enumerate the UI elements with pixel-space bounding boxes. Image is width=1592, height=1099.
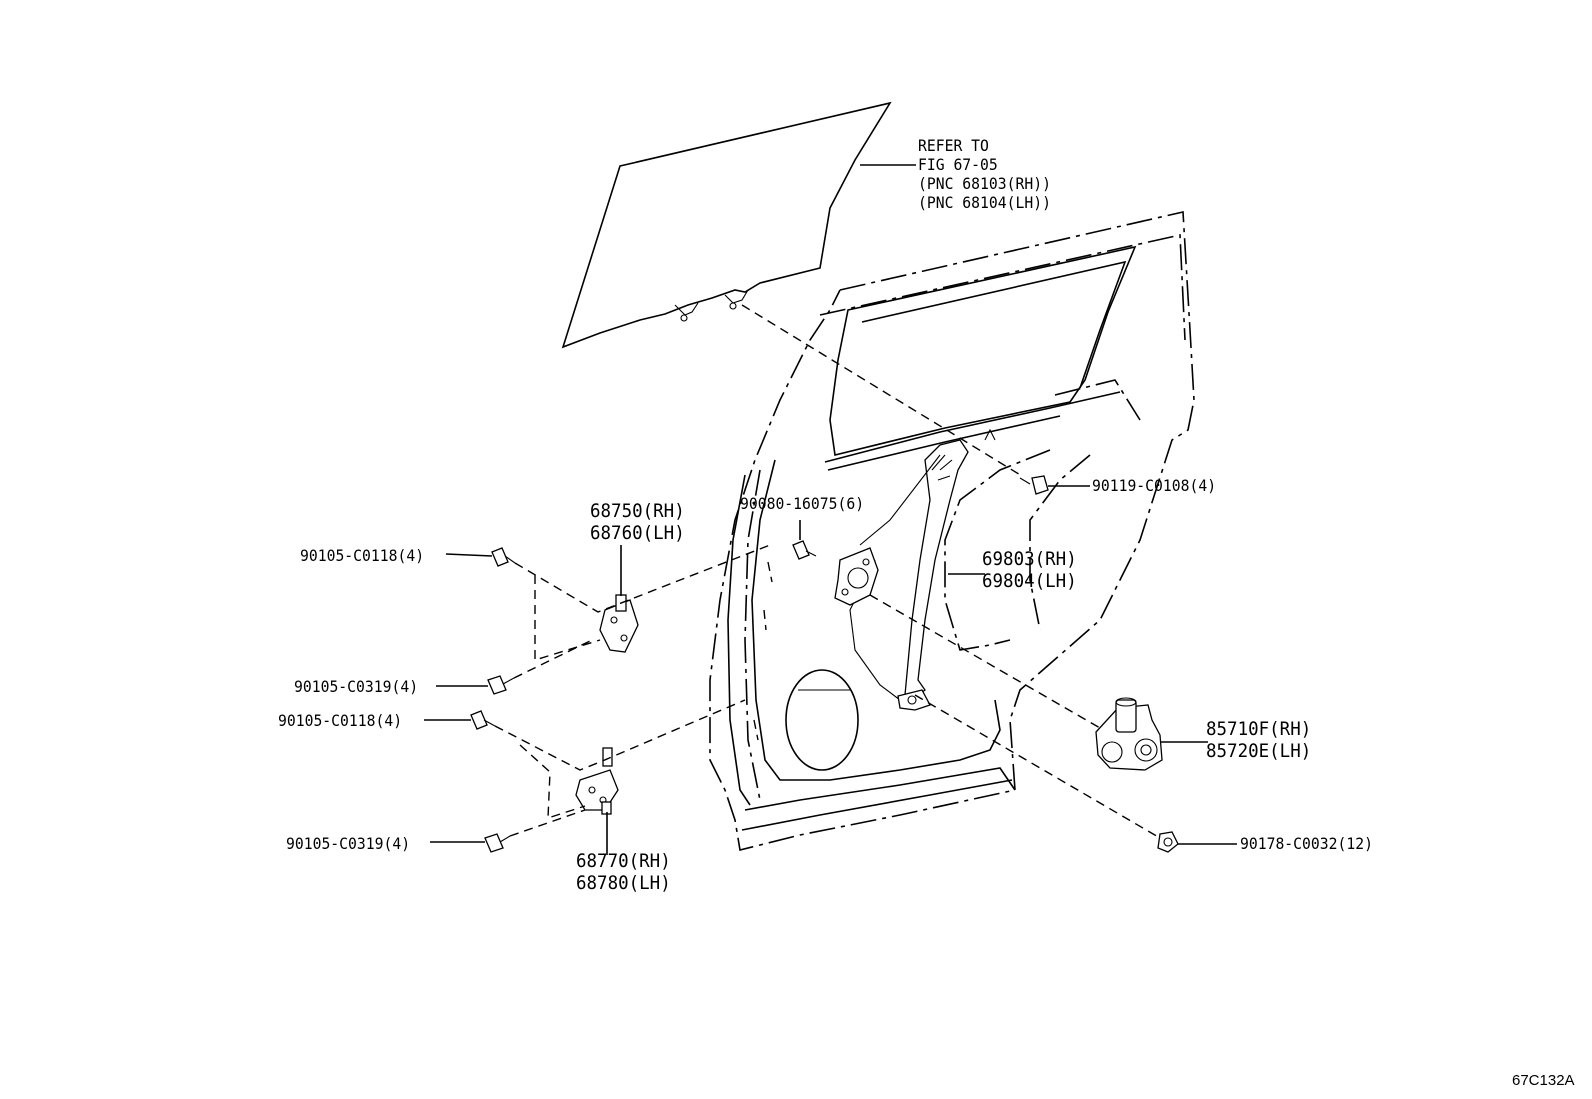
upper-hinge-label-rh: 68750(RH) (590, 500, 685, 522)
bolt-lower-a (470, 710, 496, 730)
bolt-glass (1019, 475, 1049, 495)
window-opening (829, 245, 1137, 456)
regulator-label-lh: 69804(LH) (982, 570, 1077, 592)
figure-code: 67C132A (1512, 1072, 1575, 1089)
lower-hinge (575, 747, 619, 815)
speaker-opening (785, 669, 859, 771)
nut-motor-label: 90178-C0032(12) (1240, 834, 1373, 853)
bolt-lower-a-label: 90105-C0118(4) (278, 711, 403, 730)
regulator-label-rh: 69803(RH) (982, 548, 1077, 570)
bolt-upper-b-label: 90105-C0319(4) (294, 677, 419, 696)
bolt-upper-a-label: 90105-C0118(4) (300, 546, 425, 565)
upper-hinge (599, 594, 639, 653)
motor-label-rh: 85710F(RH) (1206, 718, 1312, 740)
refer-note-line-1: REFER TO (918, 136, 989, 155)
nut-motor (1157, 831, 1179, 853)
door-outer-frame (709, 211, 1195, 851)
refer-note-line-2: FIG 67-05 (918, 155, 998, 174)
bolt-upper-b (487, 675, 515, 695)
bolt-regulator-label: 90080-16075(6) (740, 494, 865, 513)
refer-note-line-3: (PNC 68103(RH)) (918, 174, 1051, 193)
window-regulator-assembly (834, 428, 996, 711)
upper-hinge-label-lh: 68760(LH) (590, 522, 685, 544)
refer-note-line-4: (PNC 68104(LH)) (918, 193, 1051, 212)
bolt-glass-label: 90119-C0108(4) (1092, 476, 1217, 495)
bolt-lower-b-label: 90105-C0319(4) (286, 834, 411, 853)
bolt-upper-a (491, 547, 516, 567)
lower-hinge-label-lh: 68780(LH) (576, 872, 671, 894)
bolt-regulator (792, 540, 817, 560)
door-glass (561, 101, 892, 349)
motor-label-lh: 85720E(LH) (1206, 740, 1312, 762)
regulator-motor (1095, 697, 1163, 771)
bolt-lower-b (484, 833, 511, 853)
lower-hinge-label-rh: 68770(RH) (576, 850, 671, 872)
